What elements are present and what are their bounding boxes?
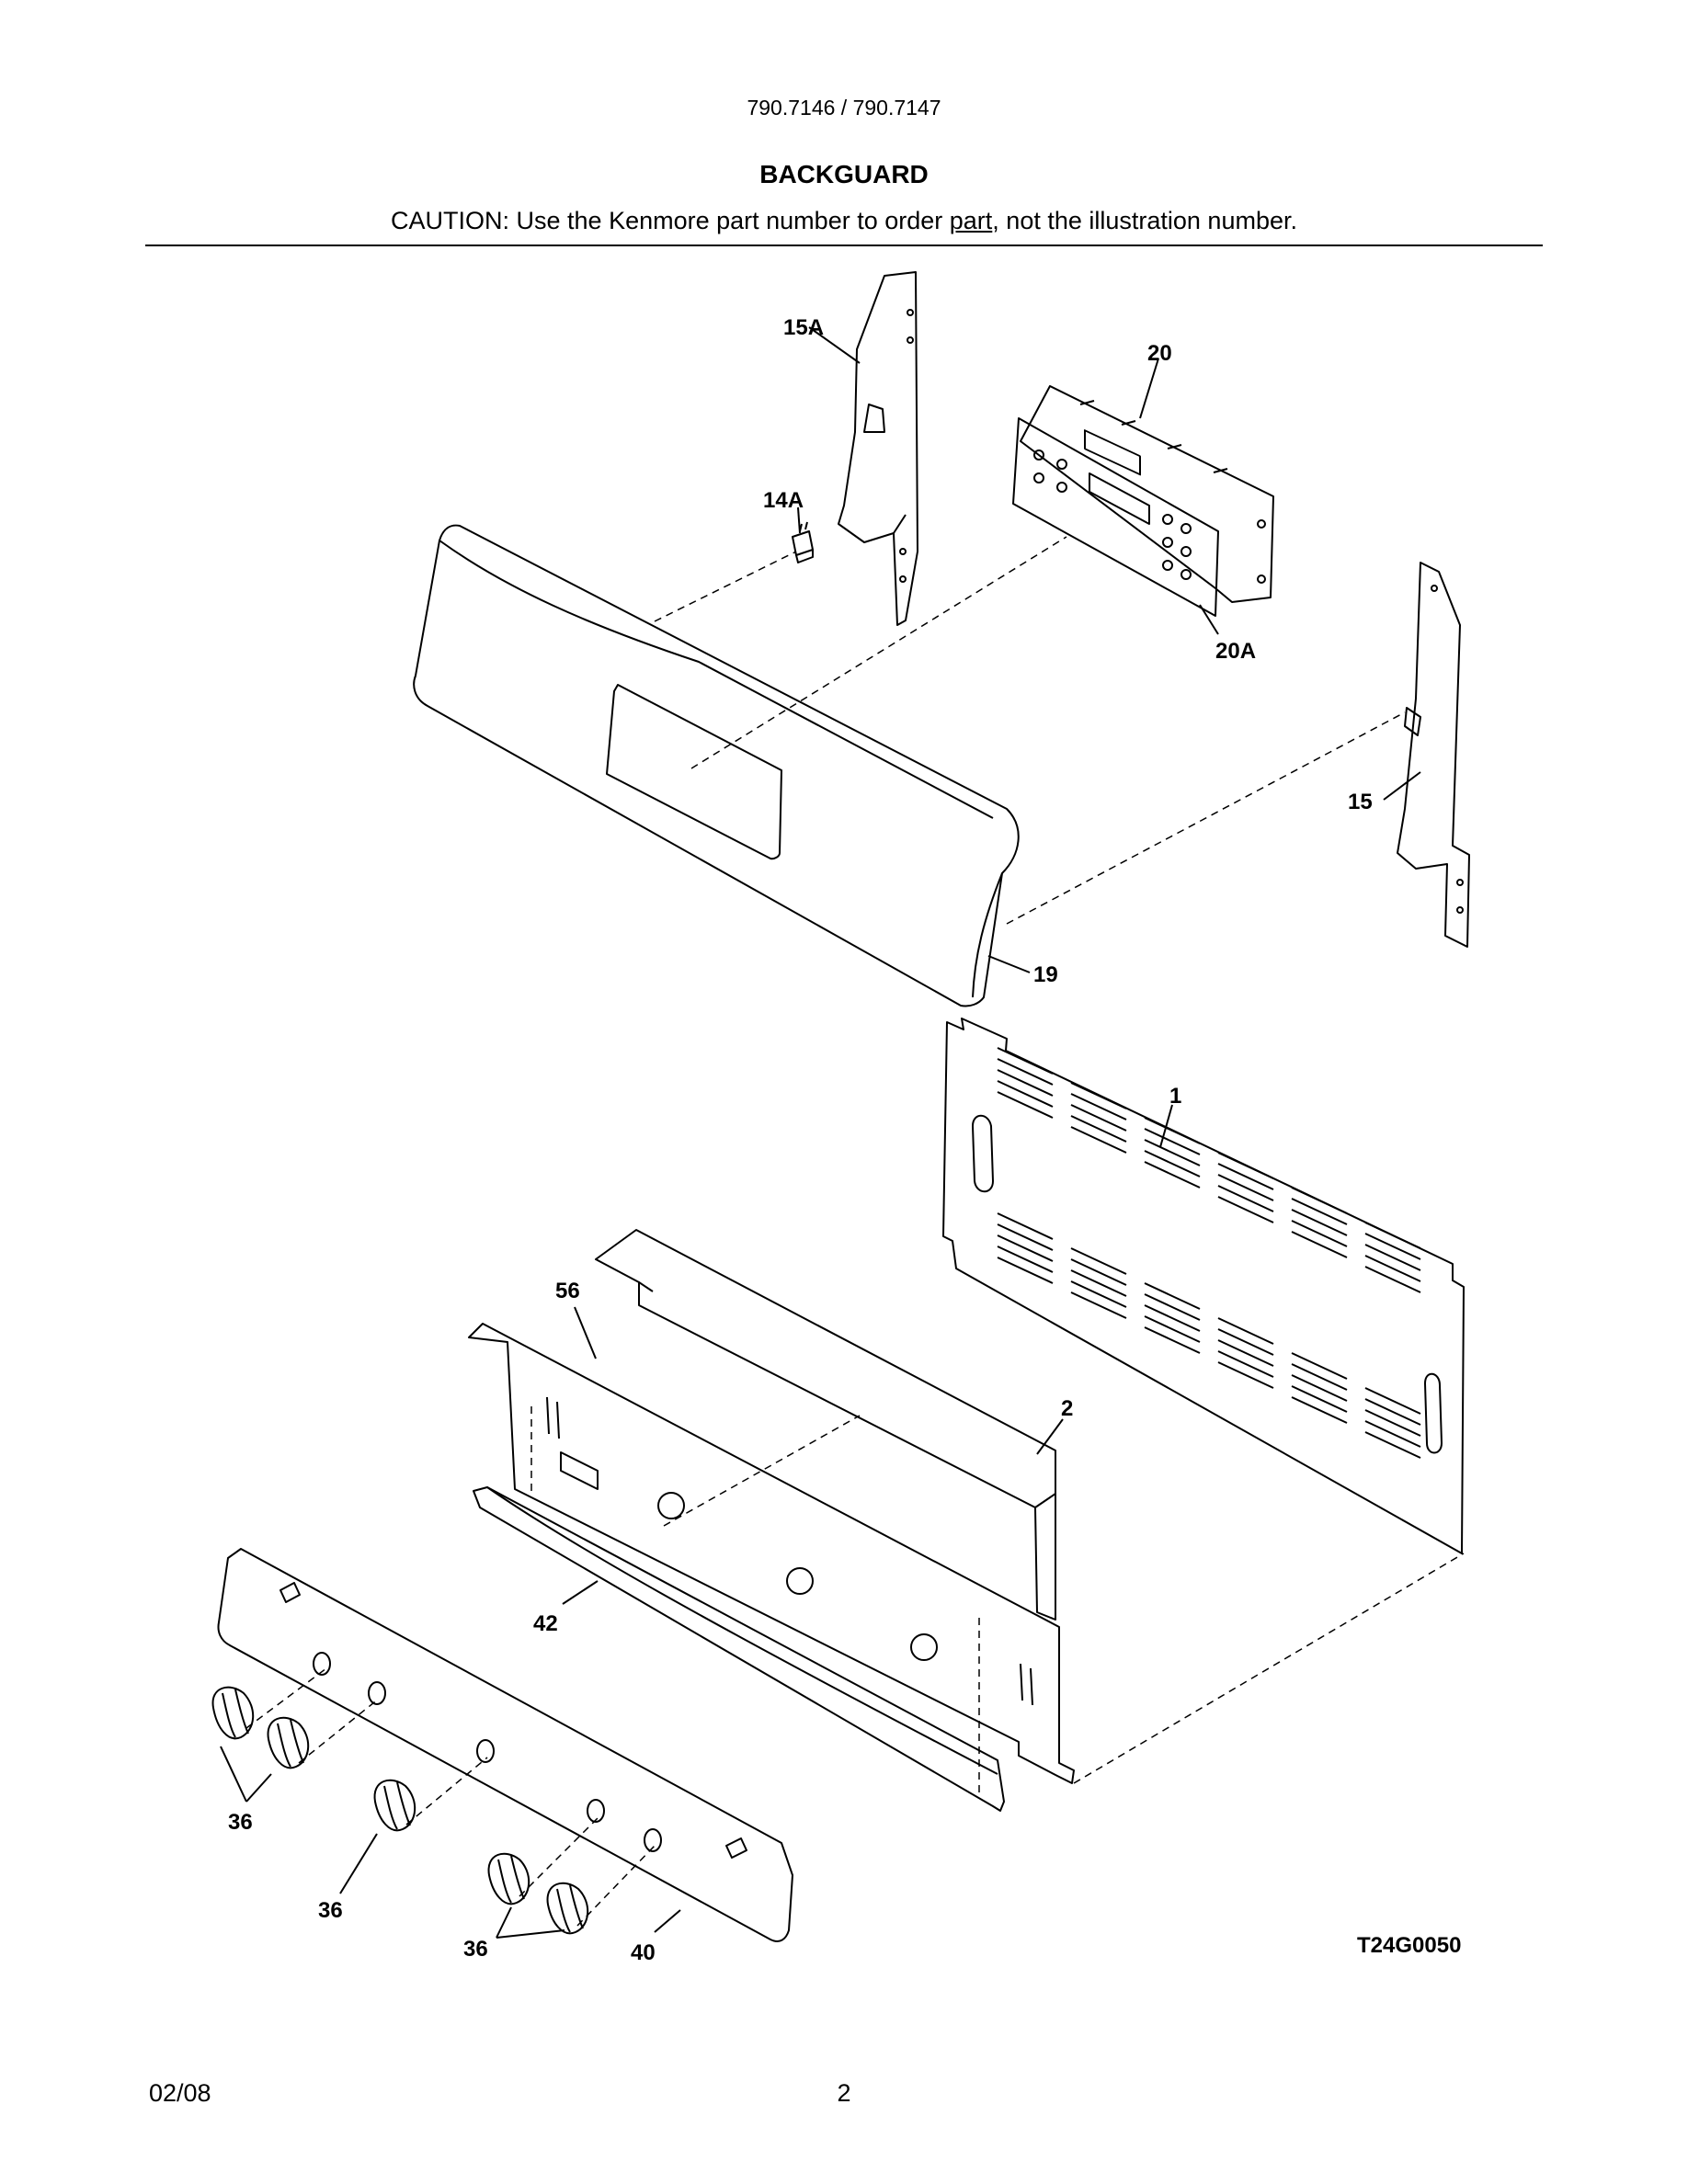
page-number: 2 [837,2079,851,2107]
header-rule [145,245,1543,246]
knob-5 [546,1882,589,1935]
part-40-control-panel [217,1548,793,1942]
label-19: 19 [1033,962,1058,987]
label-2: 2 [1061,1396,1073,1421]
footer-date: 02/08 [149,2079,211,2107]
part-1-rear-panel [942,1018,1465,1554]
label-20a: 20A [1215,639,1256,664]
part-19-backguard-panel [413,524,1020,1007]
part-56-manifold-panel [468,1323,1075,1784]
knob-4 [487,1852,530,1905]
caution-post: , not the illustration number. [992,207,1297,234]
part-20a-overlay [1012,417,1219,617]
label-15: 15 [1348,790,1373,814]
label-36-b: 36 [318,1898,343,1923]
caution-pre: CAUTION: Use the Kenmore part number to … [391,207,950,234]
alignment-lines [245,536,1465,1927]
part-20-control-board [1020,385,1274,603]
label-42: 42 [533,1611,558,1636]
label-14a: 14A [763,488,804,513]
page-title: BACKGUARD [759,160,929,188]
label-40: 40 [631,1940,656,1965]
knob-1 [211,1686,255,1740]
label-36-c: 36 [463,1937,488,1962]
part-15-right-end-bracket [1397,562,1470,948]
part-2-heat-shield [595,1229,1056,1621]
label-1: 1 [1169,1084,1181,1109]
caution-text: CAUTION: Use the Kenmore part number to … [0,207,1688,235]
part-36-knobs [211,1686,589,1935]
leader-lines [220,326,1421,1939]
part-42-trim-strip [473,1486,1005,1812]
model-number: 790.7146 / 790.7147 [747,96,941,119]
caution-underlined-word: part [949,207,993,234]
part-14a-switch [792,521,814,563]
label-36-a: 36 [228,1810,253,1835]
part-15a-left-end-bracket [838,271,918,626]
label-20: 20 [1147,341,1172,366]
label-15a: 15A [783,315,824,340]
diagram-code: T24G0050 [1357,1933,1461,1958]
label-56: 56 [555,1279,580,1303]
